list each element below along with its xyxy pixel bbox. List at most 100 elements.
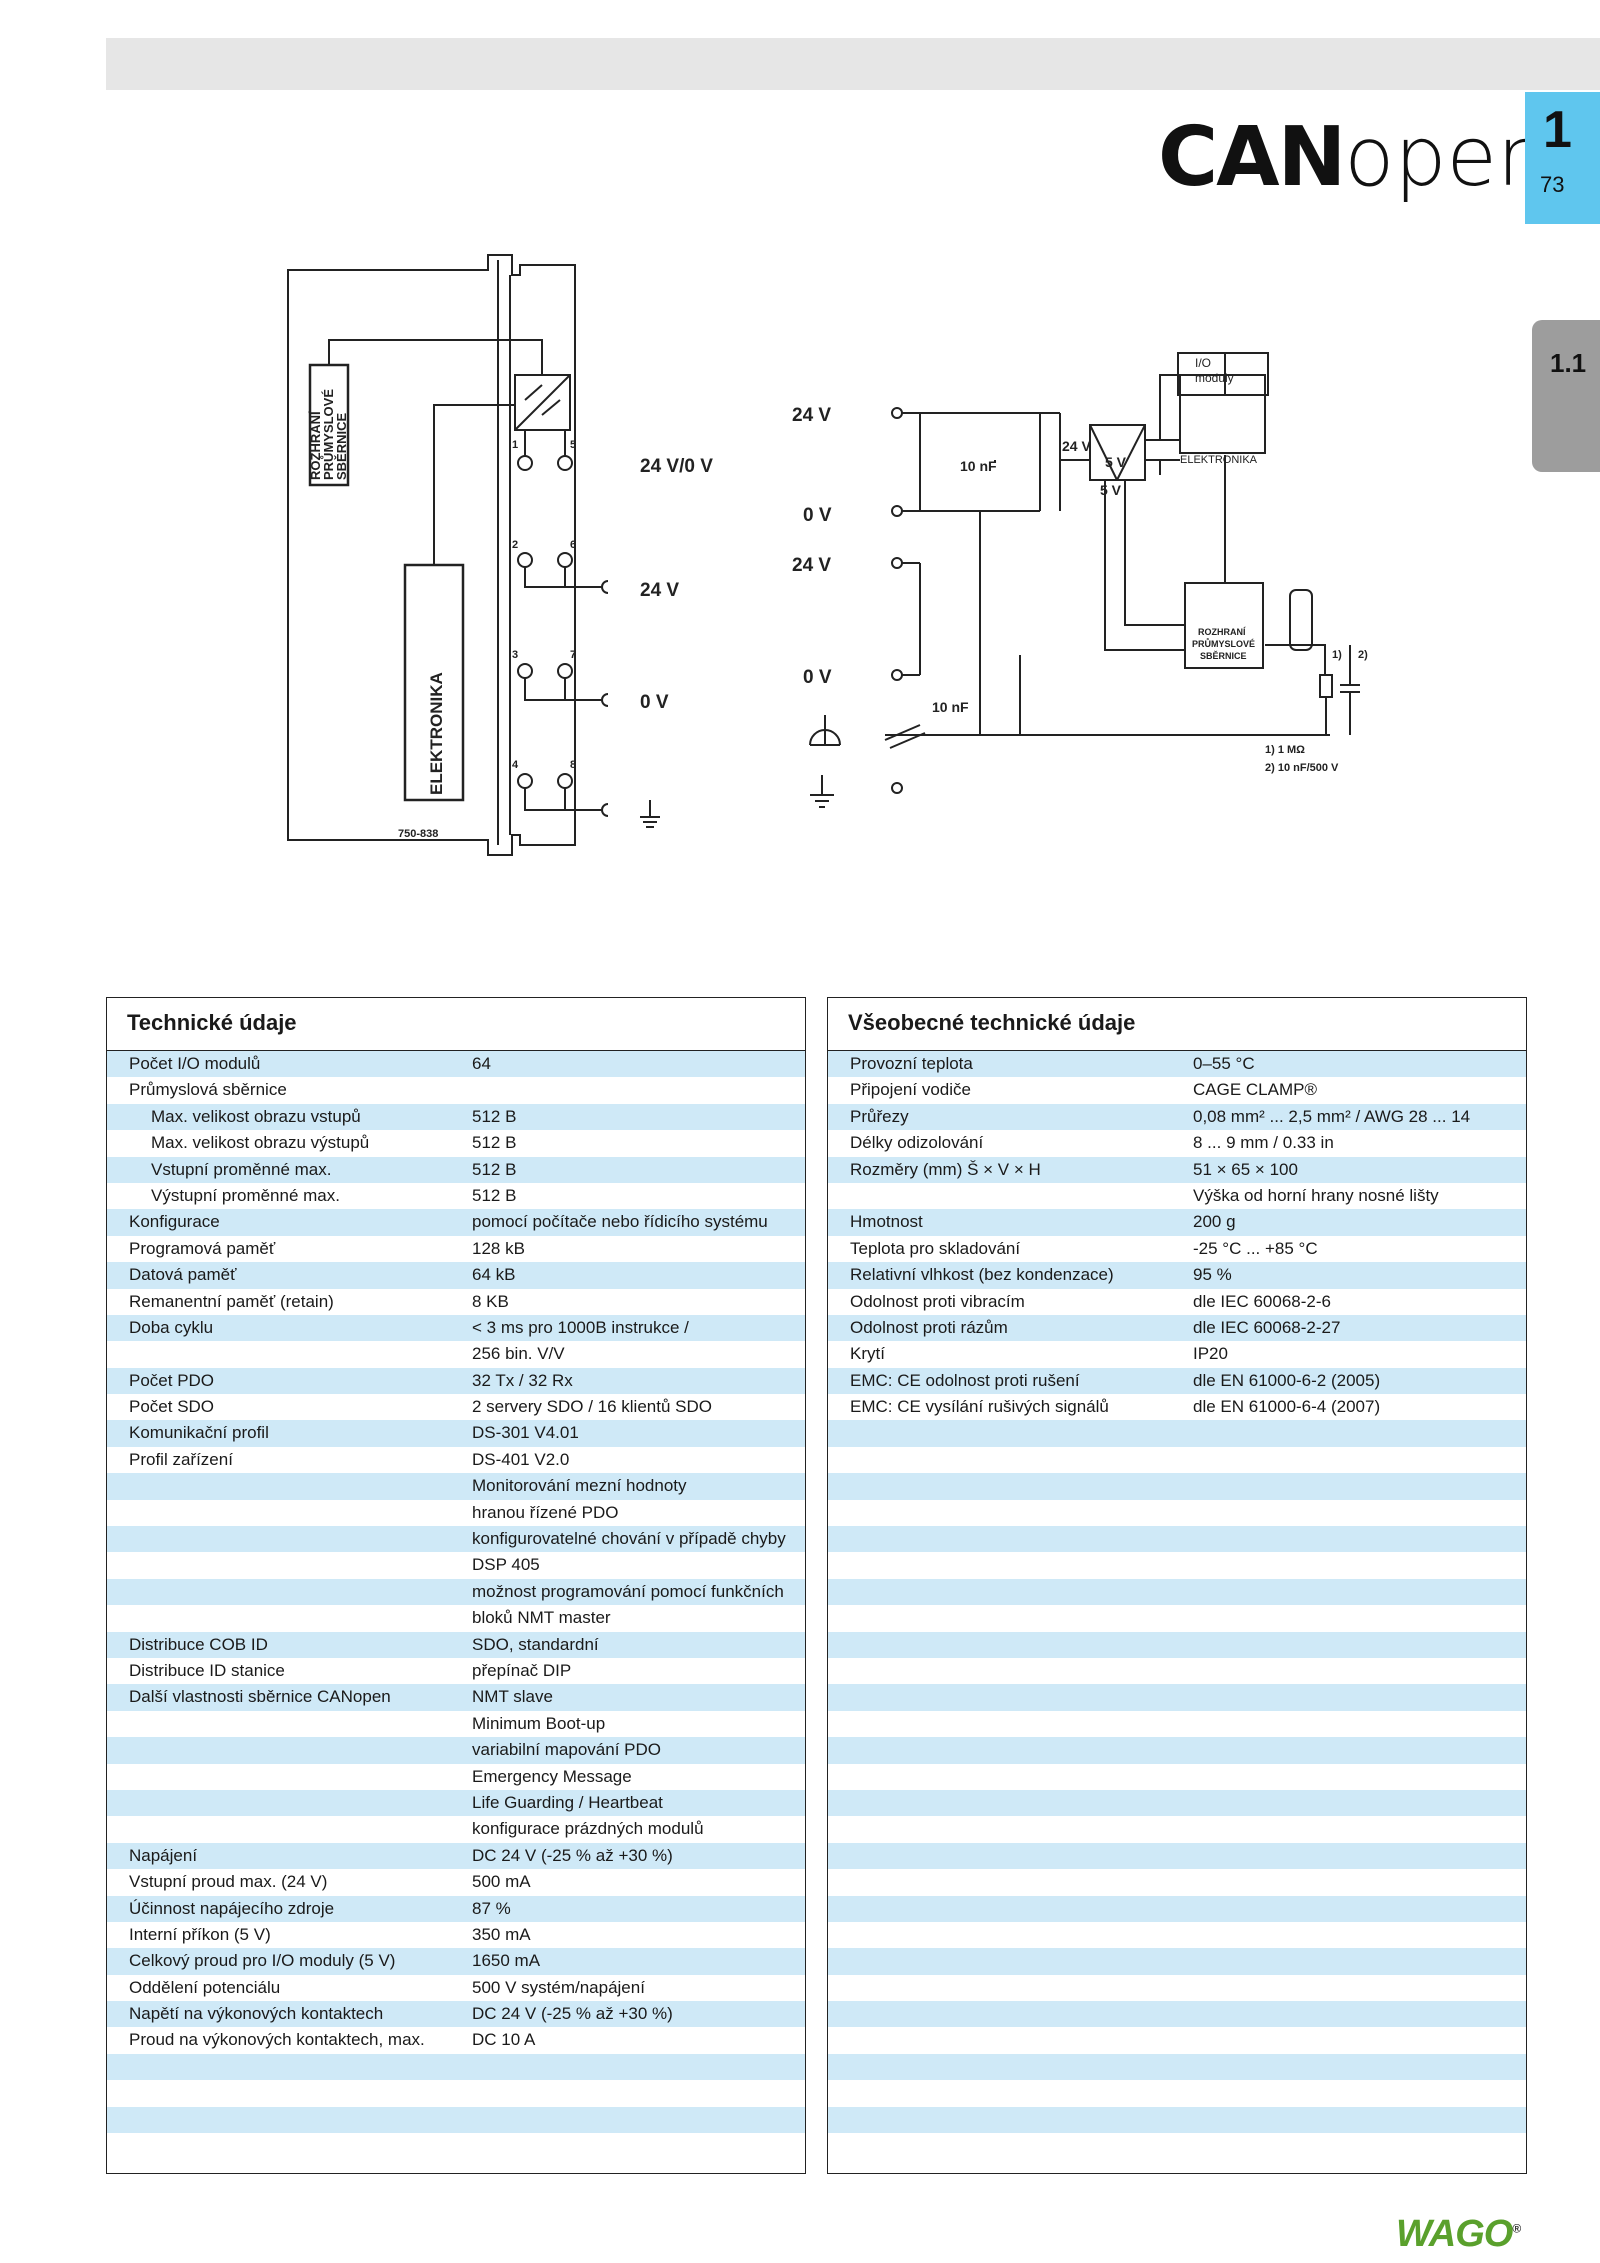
- dc-converter-symbol: [514, 374, 571, 431]
- row-value: DC 24 V (-25 % až +30 %): [472, 2004, 673, 2024]
- power-schematic: [885, 352, 1360, 794]
- table-row: Další vlastnosti sběrnice CANopen NMT sla…: [107, 1684, 805, 1711]
- table-row: Interní příkon (5 V)350 mA: [107, 1921, 805, 1949]
- right-24v-top: 24 V: [792, 405, 831, 426]
- table-row: Průmyslová sběrnice: [107, 1077, 805, 1104]
- io-modules-label-2: moduly: [1195, 371, 1234, 385]
- row-value: 87 %: [472, 1898, 511, 1918]
- table-row: [828, 1420, 1526, 1447]
- row-label: Distribuce ID stanice: [129, 1660, 285, 1680]
- row-value: Výška od horní hrany nosné lišty: [1193, 1185, 1439, 1205]
- pin-6: 6: [570, 539, 576, 551]
- row-label: Vstupní proměnné max.: [151, 1159, 332, 1179]
- row-label: EMC: CE odolnost proti rušení: [850, 1370, 1080, 1390]
- row-value: 200 g: [1193, 1212, 1236, 1232]
- top-bar: [106, 38, 1600, 90]
- table-row: Proud na výkonových kontaktech, max.DC 1…: [107, 2027, 805, 2054]
- row-label: Remanentní paměť (retain): [129, 1291, 334, 1311]
- table-row: Celkový proud pro I/O moduly (5 V)1650 m…: [107, 1948, 805, 1975]
- pin-8: 8: [570, 759, 576, 771]
- table-row: [828, 2053, 1526, 2081]
- module-housing: [287, 254, 576, 856]
- table-row: [828, 1684, 1526, 1711]
- row-value: NMT slave: [472, 1687, 553, 1707]
- table-row: Vstupní proud max. (24 V)500 mA: [107, 1869, 805, 1896]
- table-row: [828, 1789, 1526, 1817]
- table-row: bloků NMT master: [107, 1605, 805, 1632]
- row-value: konfigurovatelné chování v případě chyby: [472, 1529, 786, 1549]
- row-value: 128 kB: [472, 1238, 525, 1258]
- table-row: Minimum Boot-up: [107, 1710, 805, 1738]
- row-value: 500 V systém/napájení: [472, 1977, 645, 1997]
- part-number: 750-838: [398, 828, 438, 840]
- row-value: Life Guarding / Heartbeat: [472, 1792, 663, 1812]
- table-row: [828, 2106, 1526, 2134]
- row-value: DC 24 V (-25 % až +30 %): [472, 1845, 673, 1865]
- table-row: Remanentní paměť (retain) 8 KB: [107, 1288, 805, 1315]
- table-row: [828, 1948, 1526, 1975]
- table-row: [828, 1473, 1526, 1500]
- pin-7: 7: [570, 649, 576, 661]
- row-value: DC 10 A: [472, 2030, 536, 2050]
- table-row: Programová paměť 128 kB: [107, 1235, 805, 1263]
- row-value: DS-401 V2.0: [472, 1449, 570, 1469]
- row-value: Monitorování mezní hodnoty: [472, 1476, 687, 1496]
- right-0v-top: 0 V: [803, 505, 832, 526]
- row-value: bloků NMT master: [472, 1608, 611, 1628]
- row-label: Teplota pro skladování: [850, 1238, 1021, 1258]
- table-row: [828, 1552, 1526, 1579]
- row-label: Provozní teplota: [850, 1054, 973, 1073]
- row-value: 512 B: [472, 1106, 517, 1126]
- table-row: [828, 1446, 1526, 1474]
- row-value: možnost programování pomocí funkčních: [472, 1581, 784, 1601]
- pin-3: 3: [512, 649, 518, 661]
- row-label: Programová paměť: [129, 1238, 276, 1258]
- table-row: Výstupní proměnné max.512 B: [107, 1182, 805, 1210]
- pin-0v-label: 0 V: [640, 692, 669, 713]
- section-number: 1.1: [1550, 348, 1587, 378]
- row-label: EMC: CE vysílání rušivých signálů: [850, 1397, 1109, 1417]
- general-data-title: Všeobecné technické údaje: [828, 998, 1526, 1051]
- row-label: Účinnost napájecího zdroje: [129, 1898, 335, 1918]
- pin-5: 5: [570, 439, 576, 451]
- row-value: 8 KB: [472, 1291, 509, 1311]
- table-row: [828, 1974, 1526, 2002]
- row-value: SDO, standardní: [472, 1634, 599, 1654]
- row-label: Krytí: [850, 1344, 885, 1364]
- row-label: Délky odizolování: [850, 1133, 984, 1153]
- table-row: 256 bin. V/V: [107, 1341, 805, 1368]
- row-label: Odolnost proti vibracím: [850, 1291, 1025, 1311]
- note-2: 2) 10 nF/500 V: [1265, 762, 1339, 774]
- wago-logo: WAGO®: [1396, 2213, 1521, 2255]
- row-label: Konfigurace: [129, 1212, 220, 1232]
- table-row: Provozní teplota 0–55 °C: [828, 1051, 1526, 1078]
- row-value: CAGE CLAMP®: [1193, 1080, 1317, 1100]
- row-value: 64: [472, 1054, 491, 1073]
- electronics-right-label: ELEKTRONIKA: [1180, 454, 1258, 466]
- wiring-diagram: ROZHRANÍ PRŮMYSLOVÉ SBĚRNICE ELEKTRONIKA…: [287, 254, 1368, 856]
- table-row: [828, 2080, 1526, 2107]
- row-label: Odolnost proti rázům: [850, 1317, 1008, 1337]
- row-label: Průmyslová sběrnice: [129, 1080, 287, 1100]
- row-label: Datová paměť: [129, 1265, 237, 1285]
- ground-symbols: [809, 715, 926, 808]
- table-row: [828, 1737, 1526, 1764]
- row-value: 0–55 °C: [1193, 1054, 1255, 1073]
- chapter-number: 1: [1543, 101, 1572, 159]
- row-label: Další vlastnosti sběrnice CANopen: [129, 1687, 391, 1707]
- row-value: 2 servery SDO / 16 klientů SDO: [472, 1397, 712, 1417]
- technical-data-title: Technické údaje: [107, 998, 805, 1051]
